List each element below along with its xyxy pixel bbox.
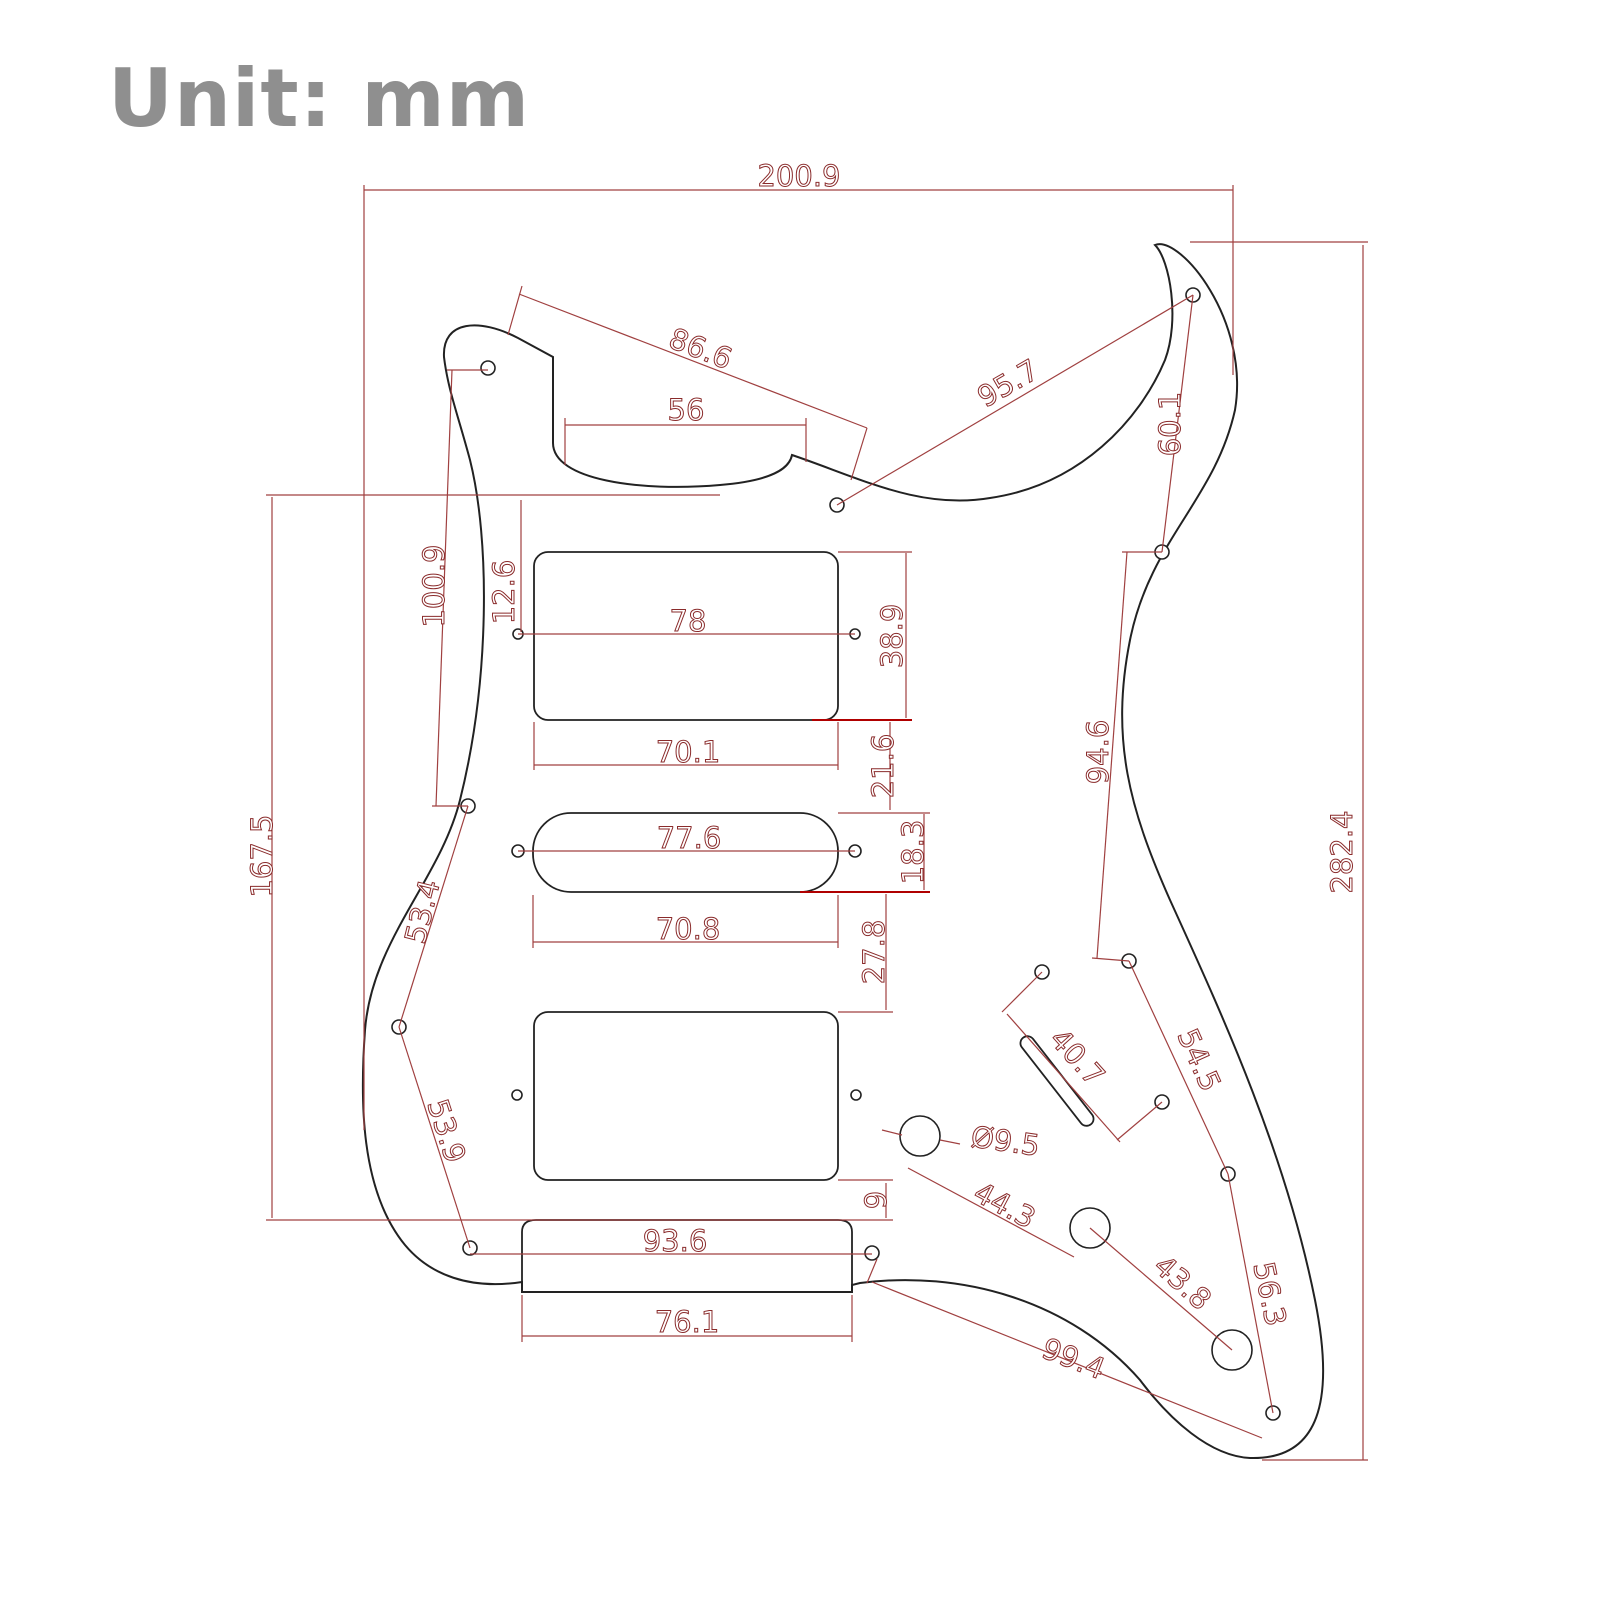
pickguard-outline <box>361 243 1325 1460</box>
right-bottom-label: 56.3 <box>1246 1259 1293 1329</box>
bottom-span-label: 99.4 <box>1037 1331 1109 1386</box>
right-upper-label: 60.1 <box>1153 392 1187 457</box>
left-lower-label: 53.9 <box>420 1095 472 1167</box>
dimension-labels: 200.9 282.4 167.5 56 86.6 95.7 60.1 100.… <box>245 159 1360 1387</box>
top-right-span-label: 95.7 <box>972 352 1045 414</box>
bottom-screws-label: 93.6 <box>643 1224 708 1258</box>
right-mid-label: 94.6 <box>1081 720 1115 785</box>
dimension-lines <box>266 185 1368 1461</box>
bottom-cut-width-label: 76.1 <box>655 1305 720 1339</box>
left-mid-label: 53.4 <box>398 876 447 947</box>
middle-width-label: 70.8 <box>656 912 721 946</box>
overall-height-label: 282.4 <box>1325 810 1359 893</box>
screw-hole <box>480 360 496 376</box>
gap-neck-middle-label: 21.6 <box>866 734 900 799</box>
screw-hole <box>864 1245 880 1261</box>
neck-cut-label: 56 <box>668 393 705 427</box>
pot-diameter-label: Ø9.5 <box>969 1119 1042 1162</box>
pot-holes <box>899 1115 1253 1371</box>
unit-title: Unit: mm <box>108 52 531 145</box>
top-screw-span-label: 86.6 <box>664 321 736 376</box>
left-upper-label: 100.9 <box>417 544 451 627</box>
neck-width-label: 70.1 <box>656 735 721 769</box>
middle-height-label: 18.3 <box>896 820 930 885</box>
bridge-gap-label: 9 <box>859 1191 893 1209</box>
neck-humbucker-cutout <box>533 551 839 721</box>
switch-slot-label: 40.7 <box>1043 1022 1111 1093</box>
middle-screws-label: 77.6 <box>657 821 722 855</box>
gap-middle-bridge-label: 27.8 <box>857 920 891 985</box>
neck-height-label: 38.9 <box>875 604 909 669</box>
overall-width-label: 200.9 <box>757 159 840 193</box>
pickup-mount-hole <box>850 1089 862 1101</box>
pickup-height-label: 167.5 <box>245 814 279 897</box>
bridge-humbucker-cutout <box>533 1011 839 1181</box>
pot-spacing-1-label: 44.3 <box>968 1175 1041 1235</box>
screw-holes <box>391 287 1281 1421</box>
pot-spacing-2-label: 43.8 <box>1147 1248 1218 1316</box>
middle-single-coil-cutout <box>532 812 839 893</box>
neck-offset-label: 12.6 <box>487 560 521 625</box>
neck-screws-label: 78 <box>670 604 707 638</box>
volume-pot-hole <box>899 1115 941 1157</box>
right-lower-label: 54.5 <box>1170 1024 1227 1097</box>
pickup-mount-hole <box>511 1089 523 1101</box>
